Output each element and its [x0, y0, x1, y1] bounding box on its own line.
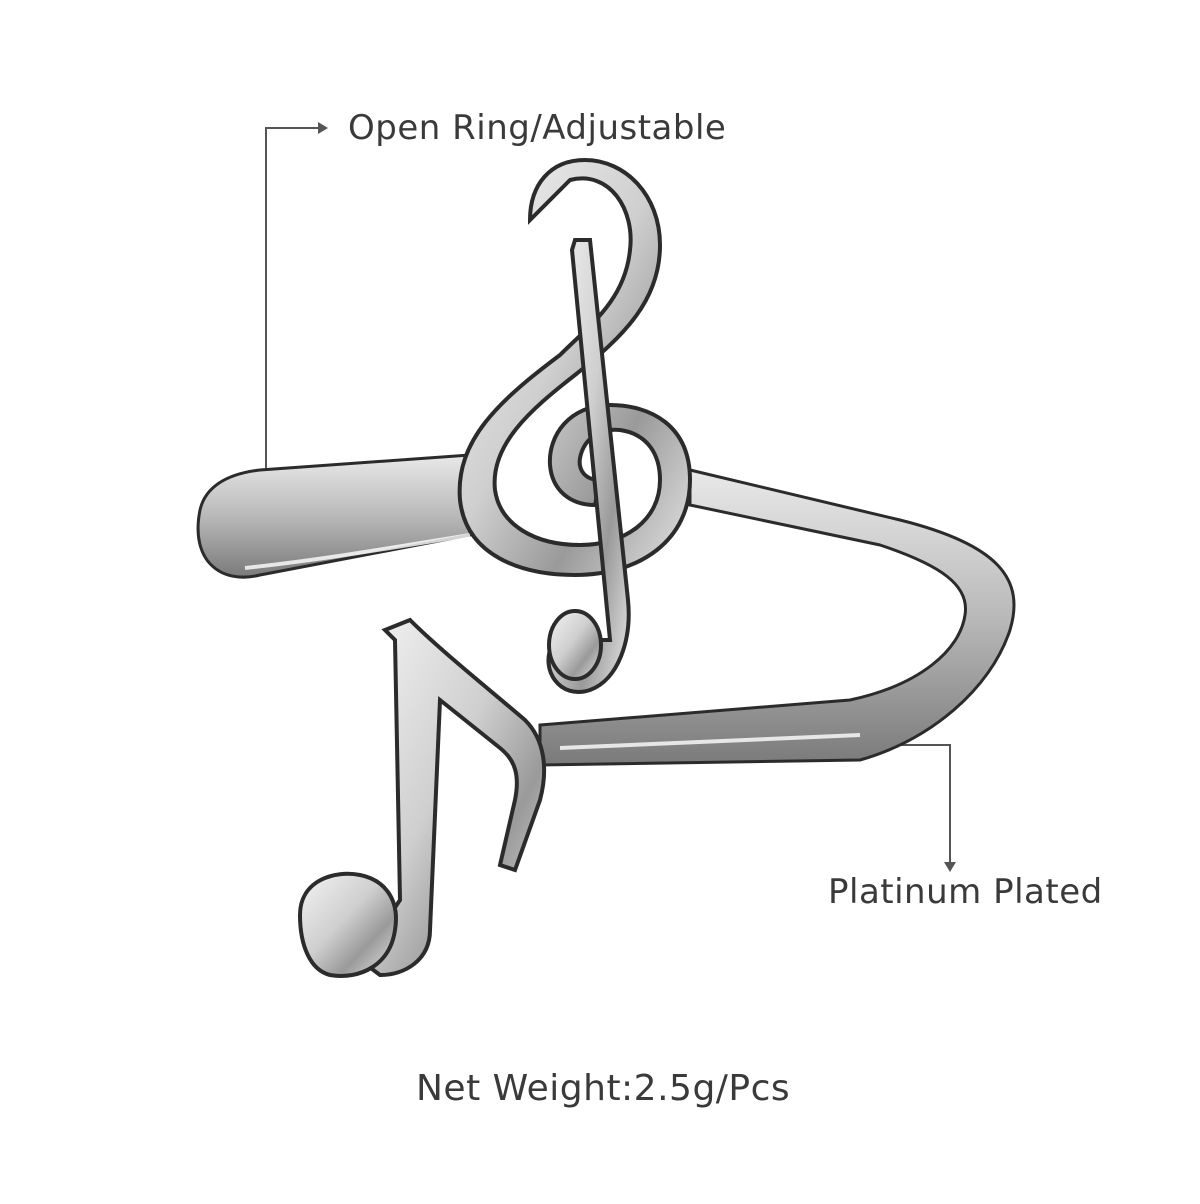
open-ring-label: Open Ring/Adjustable [348, 108, 727, 148]
open-ring-leader [265, 127, 318, 490]
eighth-note-icon [297, 617, 547, 978]
plating-label: Platinum Plated [828, 872, 1103, 912]
treble-clef-icon [457, 157, 693, 694]
plating-arrow-icon [944, 862, 956, 872]
ring-band [196, 453, 1016, 767]
open-ring-arrow-icon [318, 122, 328, 134]
net-weight-label: Net Weight:2.5g/Pcs [416, 1068, 791, 1109]
plating-leader [888, 744, 951, 862]
